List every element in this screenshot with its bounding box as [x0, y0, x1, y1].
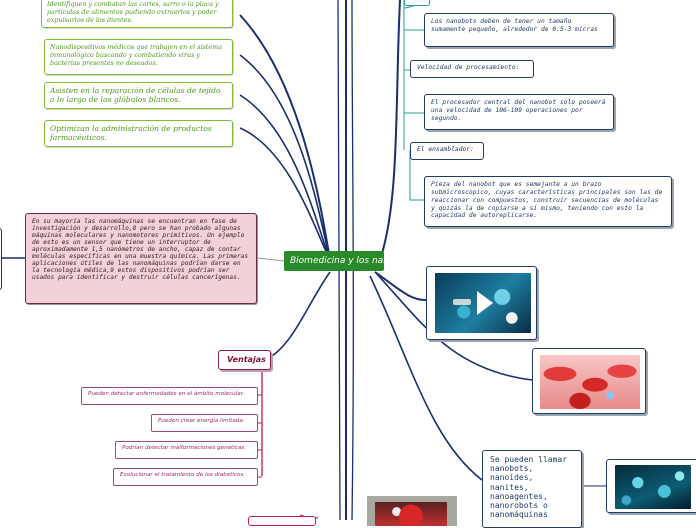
nanobot-names-text: Se pueden llamar nanobots, nanoides, nan… [490, 455, 568, 520]
speed-text-node[interactable]: El procesador central del nanobot solo p… [424, 94, 614, 130]
top-right-partial-node[interactable] [404, 0, 430, 6]
bottom-image [375, 502, 447, 526]
assembler-text-node[interactable]: Pieza del nanobot que es semejante a un … [424, 176, 672, 227]
blood-cells-image [540, 355, 640, 409]
ventaja-item-1[interactable]: Pueden detectar enfermedades en el ámbit… [81, 387, 258, 405]
central-topic-title: Biomedicina y los nanobots [290, 256, 414, 266]
ventaja-item-2-text: Pueden crear energía limitada. [158, 418, 245, 424]
ventajas-title: Ventajas [227, 355, 266, 364]
description-text: En su mayoría las nanomáquinas se encuen… [32, 218, 249, 281]
left-edge-node[interactable] [0, 228, 2, 290]
ventaja-item-4[interactable]: Evolucionar el tratamiento de los diabét… [113, 468, 258, 486]
video-play-icon[interactable] [435, 273, 531, 333]
bottom-pink-partial-node[interactable] [248, 516, 316, 526]
assembler-heading-node[interactable]: El ensamblador: [410, 142, 484, 160]
size-text: Los nanobots deben de tener un tamaño su… [431, 18, 598, 33]
blood-cells-card[interactable] [532, 348, 646, 414]
ventaja-item-3-text: Podrían detectar malformaciones genética… [122, 445, 247, 451]
description-box[interactable]: En su mayoría las nanomáquinas se encuen… [25, 213, 257, 304]
green-node-immune-text: Nanodispositivos médicos que trabajen en… [50, 43, 223, 67]
ventaja-item-4-text: Evolucionar el tratamiento de los diabét… [120, 472, 246, 478]
ventajas-heading[interactable]: Ventajas [218, 350, 271, 370]
ventaja-item-1-text: Pueden detectar enfermedades en el ámbit… [88, 391, 245, 397]
green-node-repair[interactable]: Asisten en la reparación de células de t… [44, 82, 233, 109]
green-node-pharma-text: Optimizan la administración de productos… [50, 124, 212, 143]
ventaja-item-3[interactable]: Podrían detectar malformaciones genética… [115, 441, 258, 459]
assembler-text: Pieza del nanobot que es semejante a un … [431, 181, 663, 220]
green-node-caries-text: Identifiquen y combatan las caries, sarr… [47, 0, 219, 24]
assembler-heading: El ensamblador: [417, 146, 474, 153]
video-card[interactable] [426, 266, 537, 340]
green-node-repair-text: Asisten en la reparación de células de t… [50, 86, 221, 105]
nanobot-names-box[interactable]: Se pueden llamar nanobots, nanoides, nan… [482, 450, 582, 528]
virus-image [615, 465, 691, 509]
speed-text: El procesador central del nanobot solo p… [431, 99, 606, 122]
green-node-pharma[interactable]: Optimizan la administración de productos… [44, 120, 233, 147]
bottom-image-card[interactable] [367, 496, 457, 526]
ventaja-item-2[interactable]: Pueden crear energía limitada. [151, 414, 258, 432]
green-node-caries[interactable]: Identifiquen y combatan las caries, sarr… [41, 0, 233, 28]
green-node-immune[interactable]: Nanodispositivos médicos que trabajen en… [44, 39, 233, 75]
speed-heading: Velocidad de procesamiento: [417, 64, 520, 71]
virus-card[interactable] [606, 459, 696, 513]
size-text-node[interactable]: Los nanobots deben de tener un tamaño su… [424, 13, 614, 47]
speed-heading-node[interactable]: Velocidad de procesamiento: [410, 60, 534, 78]
nanobot-video-thumbnail[interactable] [435, 273, 531, 333]
central-topic[interactable]: Biomedicina y los nanobots [284, 251, 414, 271]
